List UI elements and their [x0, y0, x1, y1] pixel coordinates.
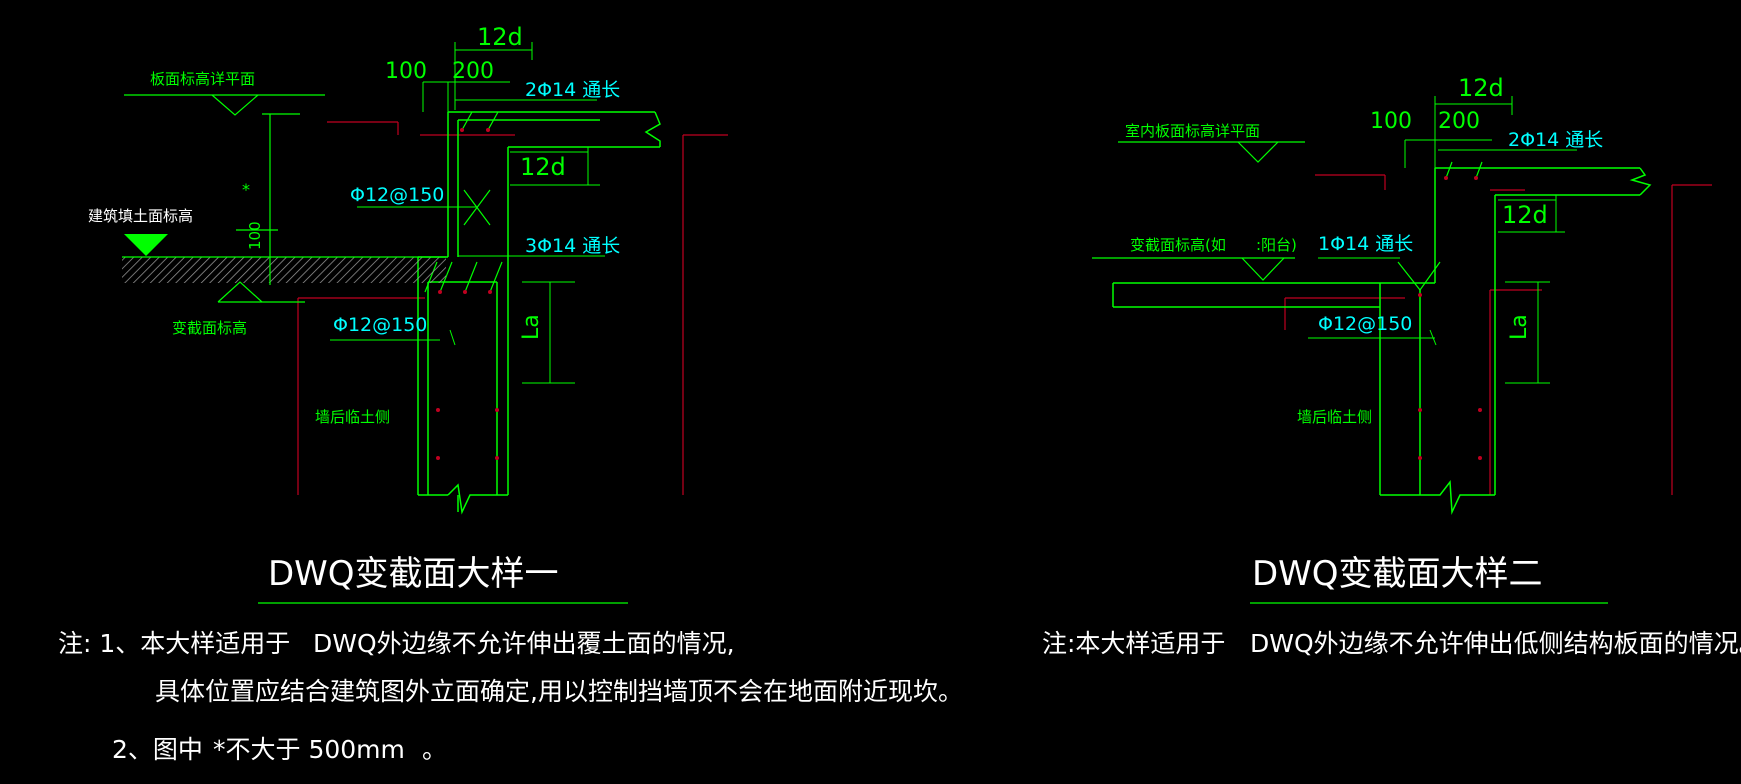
detail2-rebar-hooks	[1397, 161, 1483, 291]
detail2-leaders	[1308, 149, 1577, 346]
note1-line1-rest: DWQ外边缘不允许伸出覆土面的情况,	[313, 629, 735, 658]
label-section-level: 变截面标高	[172, 319, 247, 337]
detail1-ground-hatch	[122, 257, 446, 283]
detail1-leaders	[330, 99, 605, 346]
rebar-mid-label-2: 1Φ14 通长	[1318, 233, 1413, 255]
dim-12d-top: 12d	[477, 23, 523, 51]
dim-12d-side-2: 12d	[1502, 201, 1548, 229]
note2-rest: DWQ外边缘不允许伸出低侧结构板面的情况。	[1250, 629, 1741, 658]
dim-12d-top-2: 12d	[1458, 74, 1504, 102]
detail2-title: DWQ变截面大样二	[1252, 554, 1543, 594]
label-slab-level-2: 室内板面标高详平面	[1125, 122, 1260, 140]
dim-12d-side: 12d	[520, 153, 566, 181]
dim-100: 100	[385, 59, 427, 84]
detail2-level-markers	[1092, 141, 1305, 281]
detail1-annotations: 12d 100 200 2Φ14 通长 12d Φ12@150 3Φ14 通长 …	[88, 23, 620, 426]
dim-star: *	[242, 180, 250, 199]
label-ground-level: 建筑填土面标高	[88, 207, 193, 225]
detail2-hidden-lines	[1284, 174, 1712, 495]
rebar-top-label-2: 2Φ14 通长	[1508, 129, 1603, 151]
detail-2: 12d 100 200 2Φ14 通长 12d 室内板面标高详平面 变截面标高(…	[1092, 74, 1712, 604]
detail2-concrete-outline	[1112, 167, 1652, 515]
dim-100-2: 100	[1370, 109, 1412, 134]
detail1-hidden-lines	[297, 121, 728, 495]
note1-line1-prefix: 注: 1、本大样适用于	[58, 629, 290, 658]
notes-2: 注:本大样适用于 DWQ外边缘不允许伸出低侧结构板面的情况。	[1042, 629, 1741, 658]
rebar-top-label: 2Φ14 通长	[525, 79, 620, 101]
stirrup-lower-label: Φ12@150	[333, 314, 427, 336]
dim-200-2: 200	[1438, 109, 1480, 134]
detail-1: 12d 100 200 2Φ14 通长 12d Φ12@150 3Φ14 通长 …	[88, 23, 728, 604]
label-backfill: 墙后临土侧	[315, 408, 390, 426]
notes-1: 注: 1、本大样适用于 DWQ外边缘不允许伸出覆土面的情况, 具体位置应结合建筑…	[58, 629, 963, 764]
detail2-dimension-lines	[1404, 96, 1565, 384]
label-section-level-suffix-2: :阳台)	[1256, 236, 1297, 254]
detail1-dimension-lines	[422, 42, 600, 384]
dim-la: La	[519, 314, 544, 340]
note1-line3-mid: *不大于 500mm	[213, 735, 405, 764]
label-section-level-2: 变截面标高(如	[1130, 236, 1226, 254]
note1-line3-prefix: 2、图中	[112, 735, 203, 764]
stirrup-label-2: Φ12@150	[1318, 313, 1412, 335]
detail1-title: DWQ变截面大样一	[268, 554, 559, 594]
stirrup-upper-label: Φ12@150	[350, 184, 444, 206]
note1-line3-suffix: 。	[422, 735, 447, 764]
rebar-mid-label: 3Φ14 通长	[525, 235, 620, 257]
dim-200: 200	[452, 59, 494, 84]
note2-prefix: 注:本大样适用于	[1042, 629, 1225, 658]
note1-line2: 具体位置应结合建筑图外立面确定,用以控制挡墙顶不会在地面附近现坎。	[155, 677, 963, 706]
dim-la-2: La	[1507, 314, 1532, 340]
ground-level-marker-icon	[124, 234, 168, 256]
label-slab-level: 板面标高详平面	[150, 70, 255, 88]
label-backfill-2: 墙后临土侧	[1297, 408, 1372, 426]
dim-100-vertical: 100	[246, 221, 264, 250]
detail1-level-markers	[124, 94, 325, 303]
detail1-rebar-dots	[436, 128, 499, 460]
detail2-rebar-dots	[1418, 176, 1482, 460]
detail2-annotations: 12d 100 200 2Φ14 通长 12d 室内板面标高详平面 变截面标高(…	[1125, 74, 1603, 426]
